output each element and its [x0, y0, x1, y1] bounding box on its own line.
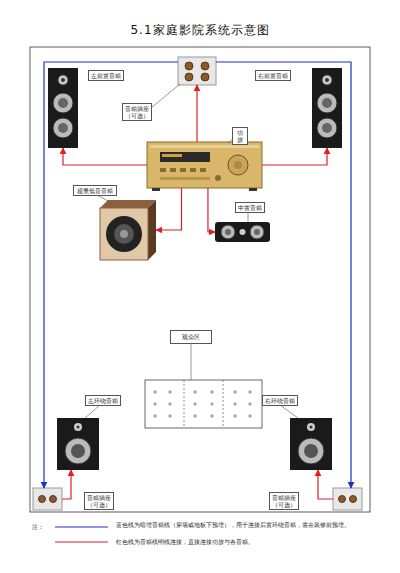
device-node: 音箱插座 （可选） [333, 488, 362, 510]
device-node: 左前置音箱 [48, 68, 78, 148]
diagram-title: 5.1家庭影院系统示意图 [0, 22, 400, 39]
speaker-wire [196, 85, 197, 142]
device-node: 中置音箱 [215, 222, 270, 242]
device-node: 功放 [147, 142, 262, 188]
legend-line-sample [55, 541, 108, 542]
speaker-wire [216, 62, 351, 488]
wall-plate [333, 488, 362, 510]
leader-line [85, 84, 298, 418]
callout-label: 超重低音音箱 [73, 185, 117, 196]
surround-speaker [290, 418, 332, 470]
speaker-wire [63, 148, 147, 165]
callout-label: 中置音箱 [235, 202, 265, 213]
callout-label: 左前置音箱 [88, 70, 124, 81]
wall-plate [178, 57, 216, 85]
seating-label-box: 观众区 [170, 330, 212, 344]
device-node: 左环绕音箱 [57, 418, 99, 470]
surround-speaker [57, 418, 99, 470]
room-frame [30, 47, 370, 512]
note-label: 注： [32, 523, 44, 531]
speaker-wire [44, 62, 178, 488]
callout-label: 左环绕音箱 [85, 395, 121, 406]
callout-label: 功放 [232, 127, 248, 145]
callout-label: 音箱插座 （可选） [122, 103, 152, 121]
device-node: 超重低音音箱 [100, 200, 156, 260]
amplifier [147, 142, 262, 191]
callout-label: 音箱插座 （可选） [84, 492, 114, 510]
node-text: 观众区 [182, 333, 200, 342]
device-node: 右前置音箱 [312, 68, 342, 148]
callout-label: 右环绕音箱 [262, 395, 298, 406]
legend-text: 红色线为音箱线明线连接，直接连接功放与各音箱。 [116, 538, 390, 546]
seating-area [145, 380, 262, 428]
speaker-wire [62, 470, 71, 499]
speaker-wire [318, 470, 333, 499]
speaker-wire [156, 188, 182, 230]
speaker-wire [262, 148, 327, 165]
callout-label: 右前置音箱 [255, 70, 291, 81]
device-node: 音箱插座 （可选） [178, 57, 216, 85]
speaker-wire [208, 188, 215, 232]
wall-plate [33, 488, 62, 510]
device-node: 右环绕音箱 [290, 418, 332, 470]
front-speaker [312, 68, 342, 148]
center-speaker [215, 222, 270, 242]
device-node: 音箱插座 （可选） [33, 488, 62, 510]
legend-text: 蓝色线为暗埋音箱线（穿墙或地板下预埋），用于连接后置环绕音箱，需在装修前预埋。 [116, 521, 390, 529]
callout-label: 音箱插座 （可选） [269, 492, 299, 510]
legend-line-sample [55, 526, 108, 527]
front-speaker [48, 68, 78, 148]
subwoofer [100, 200, 156, 260]
